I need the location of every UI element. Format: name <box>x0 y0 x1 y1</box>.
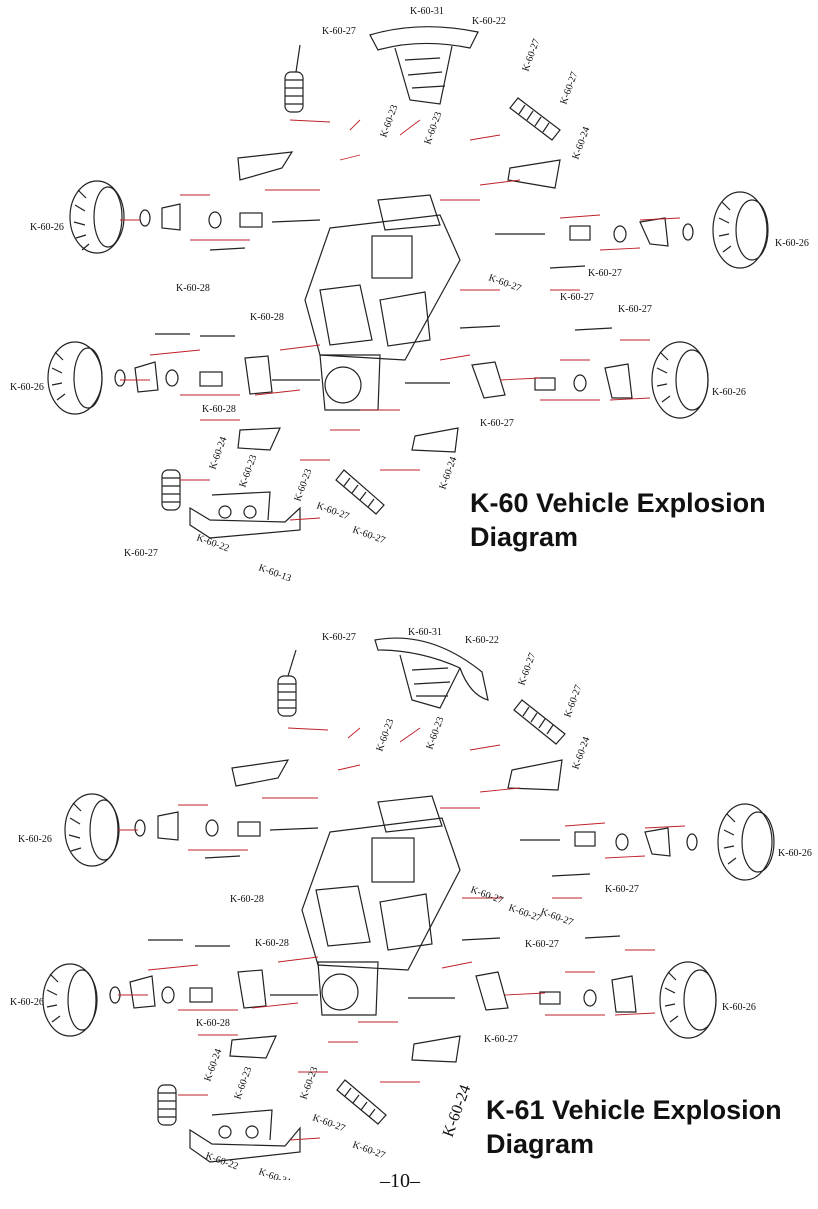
part-label: K-60-28 <box>250 312 284 323</box>
part-label: K-60-26 <box>778 848 812 859</box>
rear-bumper-part <box>189 491 301 539</box>
diagram-title: K-60 Vehicle Explosion Diagram <box>470 486 766 554</box>
part-label: K-60-23 <box>422 110 444 146</box>
diagram-title-line2: Diagram <box>470 522 579 552</box>
wheel-part <box>712 191 769 269</box>
part-label: K-60-24 <box>437 455 459 491</box>
part-label: K-60-28 <box>196 1018 230 1029</box>
page-number: –10– <box>380 1170 420 1192</box>
shock-absorber-part <box>157 1084 177 1126</box>
part-label: K-60-24 <box>570 125 592 161</box>
part-label: K-60-27 <box>605 884 639 895</box>
shock-absorber-part <box>336 1079 387 1125</box>
diagram-title: K-61 Vehicle Explosion Diagram <box>486 1093 782 1161</box>
suspension-arm-part <box>507 159 561 189</box>
part-label: K-60-31 <box>408 627 442 638</box>
wheel-part <box>47 341 103 415</box>
wheel-part <box>717 803 775 881</box>
front-bumper-part <box>369 26 479 105</box>
part-label: K-60-27 <box>558 70 580 106</box>
diagram-title-line1: K-60 Vehicle Explosion <box>470 488 766 518</box>
part-label: K-60-23 <box>292 467 314 503</box>
part-label: K-60-24 <box>440 1083 475 1140</box>
part-label: K-60-27 <box>618 304 652 315</box>
chassis-part <box>304 194 461 411</box>
k60-diagram-drawing: K-60-31 K-60-22 K-60-27 K-60-27 K-60-27 … <box>10 6 809 584</box>
part-label: K-60-28 <box>255 938 289 949</box>
part-label: K-60-27 <box>562 683 584 719</box>
suspension-arm-part <box>231 759 290 787</box>
part-label: K-60-24 <box>202 1047 224 1083</box>
part-label: K-60-31 <box>410 6 444 17</box>
part-label: K-60-27 <box>560 292 594 303</box>
part-label: K-60-27 <box>322 26 356 37</box>
part-label: K-60-24 <box>570 735 592 771</box>
part-label: K-60-28 <box>176 283 210 294</box>
part-label: K-60-28 <box>202 404 236 415</box>
shock-absorber-part <box>335 469 385 515</box>
rear-bumper-part <box>189 1109 301 1163</box>
wheel-part <box>659 961 717 1039</box>
part-label: K-60-13 <box>257 562 293 584</box>
shock-absorber-part <box>284 44 304 113</box>
shock-absorber-part <box>277 649 297 717</box>
part-label: K-60-27 <box>351 524 387 546</box>
part-label: K-60-27 <box>539 906 575 928</box>
shock-absorber-part <box>509 97 561 141</box>
wheel-part <box>651 341 709 419</box>
wheel-part <box>42 963 98 1037</box>
wheel-part <box>64 793 120 867</box>
part-label: K-60-23 <box>298 1065 320 1101</box>
part-label: K-60-27 <box>588 268 622 279</box>
part-label: K-60-31 <box>257 1166 293 1180</box>
part-label: K-60-23 <box>424 715 446 751</box>
part-label: K-60-26 <box>10 382 44 393</box>
part-label: K-60-22 <box>465 635 499 646</box>
k61-diagram-drawing: K-60-31 K-60-22 K-60-27 K-60-27 K-60-27 … <box>10 627 812 1180</box>
part-label: K-60-27 <box>525 939 559 950</box>
chassis-part <box>301 795 461 1016</box>
part-label: K-60-27 <box>124 548 158 559</box>
k60-explosion-diagram: K-60-31 K-60-22 K-60-27 K-60-27 K-60-27 … <box>0 0 818 600</box>
part-label: K-60-27 <box>484 1034 518 1045</box>
part-label: K-60-27 <box>480 418 514 429</box>
part-label: K-60-27 <box>487 272 523 294</box>
part-label: K-60-26 <box>30 222 64 233</box>
diagram-title-line1: K-61 Vehicle Explosion <box>486 1095 782 1125</box>
wheel-part <box>69 180 125 254</box>
diagram-title-line2: Diagram <box>486 1129 595 1159</box>
part-label: K-60-27 <box>516 651 538 687</box>
shock-absorber-part <box>513 699 566 745</box>
part-label: K-60-22 <box>472 16 506 27</box>
part-label: K-60-27 <box>469 884 505 906</box>
shock-absorber-part <box>161 469 181 511</box>
part-label: K-60-23 <box>232 1065 254 1101</box>
part-label: K-60-27 <box>351 1139 387 1161</box>
part-label: K-60-26 <box>10 997 44 1008</box>
part-label: K-60-23 <box>237 453 259 489</box>
front-bumper-part <box>374 637 489 709</box>
part-label: K-60-27 <box>315 500 351 522</box>
k61-explosion-diagram: K-60-31 K-60-22 K-60-27 K-60-27 K-60-27 … <box>0 610 818 1180</box>
part-label: K-60-27 <box>322 632 356 643</box>
part-label: K-60-23 <box>374 717 396 753</box>
part-label: K-60-26 <box>712 387 746 398</box>
suspension-arm-part <box>507 759 563 791</box>
suspension-arm-part <box>237 151 294 181</box>
part-label: K-60-22 <box>204 1150 240 1172</box>
part-label: K-60-26 <box>722 1002 756 1013</box>
part-label: K-60-27 <box>311 1112 347 1134</box>
part-label: K-60-22 <box>195 532 231 554</box>
part-label: K-60-26 <box>18 834 52 845</box>
part-label: K-60-23 <box>378 103 400 139</box>
part-label: K-60-26 <box>775 238 809 249</box>
part-label: K-60-27 <box>507 902 543 924</box>
part-label: K-60-24 <box>207 435 229 471</box>
part-label: K-60-27 <box>520 37 542 73</box>
part-label: K-60-28 <box>230 894 264 905</box>
